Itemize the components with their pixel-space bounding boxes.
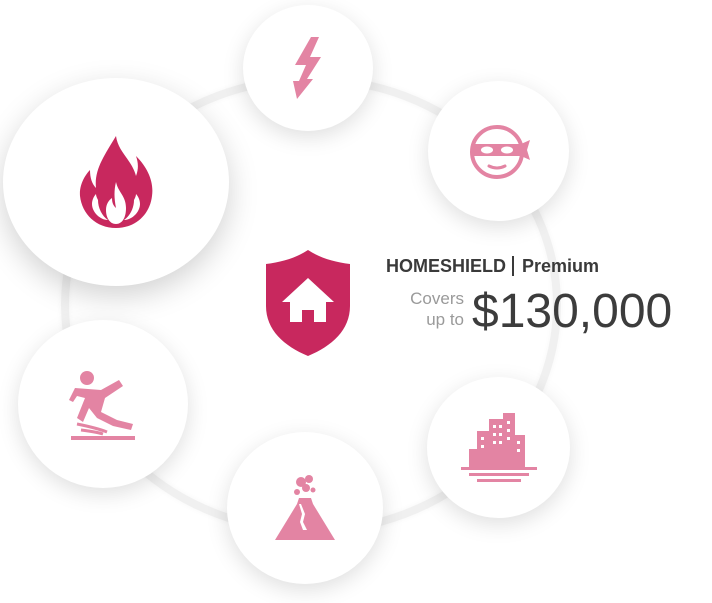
plan-name: Premium bbox=[522, 255, 600, 276]
coverage-prefix: Covers up to bbox=[398, 288, 464, 330]
shield-house-icon bbox=[266, 250, 350, 356]
peril-slip-fall-bubble[interactable] bbox=[18, 320, 188, 488]
peril-fire-bubble[interactable] bbox=[3, 78, 229, 286]
volcano-icon bbox=[275, 475, 335, 540]
fire-icon bbox=[79, 136, 153, 228]
peril-volcano-bubble[interactable] bbox=[227, 432, 383, 584]
flooded-city-icon bbox=[460, 412, 537, 482]
brand-separator bbox=[512, 256, 515, 276]
slip-fall-icon bbox=[69, 371, 135, 440]
homeshield-logo bbox=[262, 248, 354, 358]
thief-mask-icon bbox=[469, 125, 530, 179]
lightning-icon bbox=[293, 37, 321, 99]
coverage-prefix-line2: up to bbox=[426, 310, 464, 329]
coverage-amount: $130,000 bbox=[472, 285, 673, 338]
peril-burglary-bubble[interactable] bbox=[428, 81, 569, 221]
peril-lightning-bubble[interactable] bbox=[243, 5, 373, 131]
peril-flood-city-bubble[interactable] bbox=[427, 377, 570, 518]
brand-name: HOMESHIELD bbox=[386, 255, 507, 276]
coverage-prefix-line1: Covers bbox=[410, 289, 464, 308]
brand-plan-row: HOMESHIELD Premium bbox=[386, 254, 599, 278]
